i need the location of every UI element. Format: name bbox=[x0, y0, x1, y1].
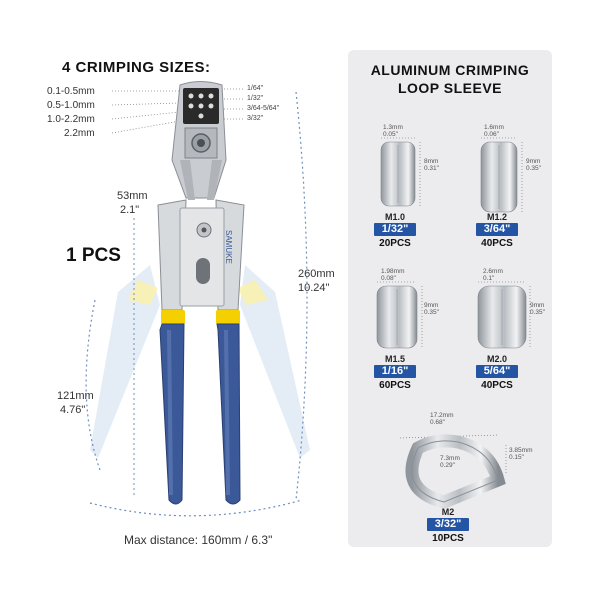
ghost-handle-right bbox=[240, 265, 310, 458]
ghost-yellow-left bbox=[128, 280, 158, 305]
center-plate bbox=[179, 207, 225, 307]
item4-height-mm: 9mm bbox=[530, 302, 545, 309]
item3-qty: 60PCS bbox=[379, 380, 411, 391]
thimble-outer-mm: 17.2mm bbox=[430, 412, 454, 419]
size-mm-1: 0.1-0.5mm bbox=[47, 86, 95, 97]
item1-width-in: 0.05" bbox=[383, 131, 398, 138]
thimble-thick-mm: 3.85mm bbox=[509, 447, 533, 454]
thimble-inner-in: 0.29" bbox=[440, 462, 455, 469]
sleeve-m1-2 bbox=[480, 137, 523, 213]
item3-model: M1.5 bbox=[384, 354, 405, 364]
item1-size-badge: 1/32" bbox=[374, 223, 416, 236]
item2-model: M1.2 bbox=[486, 212, 507, 222]
crimping-tool-illustration: SAMUKE bbox=[85, 81, 310, 517]
thimble-outer-in: 0.68" bbox=[430, 419, 445, 426]
yellow-collar-right bbox=[216, 310, 240, 324]
item1-qty: 20PCS bbox=[379, 238, 411, 249]
brand-label: SAMUKE bbox=[224, 230, 233, 264]
crimping-sizes-heading: 4 CRIMPING SIZES: bbox=[62, 59, 211, 76]
item2-qty: 40PCS bbox=[481, 238, 513, 249]
item1-model: M1.0 bbox=[384, 212, 405, 222]
handle-length-mm: 121mm bbox=[57, 390, 94, 402]
size-in-3: 3/64-5/64" bbox=[247, 105, 280, 112]
item1-height-mm: 8mm bbox=[424, 158, 439, 165]
item4-size-badge: 5/64" bbox=[476, 365, 518, 378]
size-mm-4: 2.2mm bbox=[64, 128, 95, 139]
item3-width-in: 0.08" bbox=[381, 275, 396, 282]
item1-height-in: 0.31" bbox=[424, 165, 439, 172]
panel-title-line1: ALUMINUM CRIMPING bbox=[370, 62, 530, 78]
thimble-m2 bbox=[399, 434, 507, 509]
thimble-inner-mm: 7.3mm bbox=[440, 455, 460, 462]
sleeve-m1-0 bbox=[380, 137, 421, 207]
jaw-width-in: 2.1" bbox=[120, 204, 140, 216]
item2-height-in: 0.35" bbox=[526, 165, 541, 172]
pcs-count: 1 PCS bbox=[66, 245, 121, 266]
item2-height-mm: 9mm bbox=[526, 158, 541, 165]
item3-width-mm: 1.98mm bbox=[381, 268, 405, 275]
size-in-2: 1/32" bbox=[247, 95, 264, 102]
size-in-1: 1/64" bbox=[247, 85, 264, 92]
item3-height-in: 0.35" bbox=[424, 309, 439, 316]
thimble-model: M2 bbox=[441, 507, 455, 517]
item4-height-in: 0.35" bbox=[530, 309, 545, 316]
yellow-collar-left bbox=[161, 310, 185, 324]
sleeve-m1-5 bbox=[376, 281, 423, 349]
length-in: 10.24" bbox=[298, 282, 330, 294]
item3-height-mm: 9mm bbox=[424, 302, 439, 309]
item4-model: M2.0 bbox=[486, 354, 507, 364]
handle-length-in: 4.76" bbox=[60, 404, 86, 416]
item2-width-mm: 1.6mm bbox=[484, 124, 504, 131]
item4-qty: 40PCS bbox=[481, 380, 513, 391]
jaw-width-mm: 53mm bbox=[117, 190, 148, 202]
item4-width-in: 0.1" bbox=[483, 275, 495, 282]
sleeve-m2-0 bbox=[477, 281, 531, 349]
thimble-size-badge: 3/32" bbox=[427, 518, 469, 531]
ghost-handle-left bbox=[90, 265, 160, 458]
max-distance-dim-line bbox=[89, 499, 303, 517]
ghost-yellow-right bbox=[238, 280, 268, 305]
thimble-thick-in: 0.15" bbox=[509, 454, 524, 461]
size-mm-2: 0.5-1.0mm bbox=[47, 100, 95, 111]
item3-size-badge: 1/16" bbox=[374, 365, 416, 378]
item4-width-mm: 2.6mm bbox=[483, 268, 503, 275]
max-distance: Max distance: 160mm / 6.3" bbox=[124, 533, 273, 547]
sleeve-graphics bbox=[376, 137, 531, 509]
item2-size-badge: 3/64" bbox=[476, 223, 518, 236]
panel-title-line2: LOOP SLEEVE bbox=[397, 80, 503, 96]
item1-width-mm: 1.3mm bbox=[383, 124, 403, 131]
length-dim-line bbox=[295, 91, 308, 501]
item2-width-in: 0.06" bbox=[484, 131, 499, 138]
size-mm-3: 1.0-2.2mm bbox=[47, 114, 95, 125]
thimble-qty: 10PCS bbox=[432, 533, 464, 544]
size-in-4: 3/32" bbox=[247, 115, 264, 122]
